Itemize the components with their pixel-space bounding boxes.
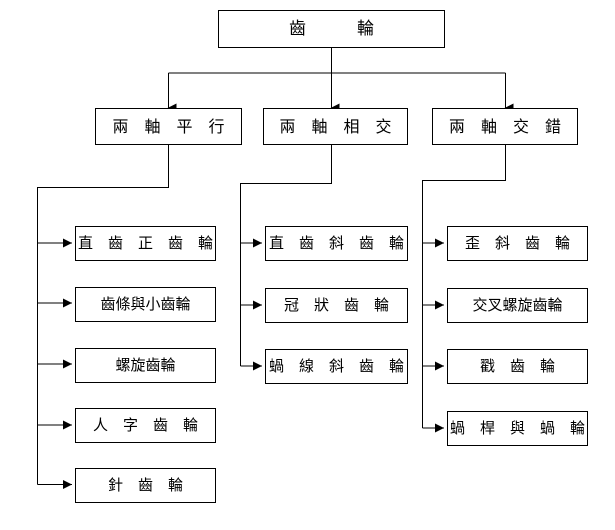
node-leaf-helical-gear[interactable]: 螺旋齒輪 [75, 348, 216, 383]
node-leaf-worm-and-worm-wheel-label: 蝸 桿 與 蝸 輪 [449, 419, 585, 437]
node-leaf-pin-gear-label: 針 齒 輪 [107, 476, 183, 494]
node-leaf-skew-bevel-gear-label: 歪 斜 齒 輪 [464, 234, 570, 252]
node-leaf-rack-and-pinion-label: 齒條與小齒輪 [100, 295, 191, 313]
skew-spine [421, 145, 507, 428]
node-leaf-pin-gear[interactable]: 針 齒 輪 [75, 468, 216, 503]
node-leaf-skew-bevel-gear[interactable]: 歪 斜 齒 輪 [447, 226, 588, 261]
node-branch-intersecting[interactable]: 兩 軸 相 交 [263, 108, 408, 145]
node-branch-skew[interactable]: 兩 軸 交 錯 [432, 108, 578, 145]
node-leaf-crossed-helical-gear[interactable]: 交叉螺旋齒輪 [447, 288, 588, 323]
node-root[interactable]: 齒 輪 [218, 10, 445, 48]
node-leaf-spur-gear[interactable]: 直 齒 正 齒 輪 [75, 226, 216, 261]
node-leaf-worm-and-worm-wheel[interactable]: 蝸 桿 與 蝸 輪 [447, 411, 588, 446]
node-root-label: 齒 輪 [289, 18, 374, 39]
node-leaf-rack-and-pinion[interactable]: 齒條與小齒輪 [75, 287, 216, 322]
node-leaf-hypoid-gear[interactable]: 戳 齒 輪 [447, 349, 588, 384]
node-leaf-helical-gear-label: 螺旋齒輪 [115, 356, 176, 374]
node-leaf-spiral-bevel-gear-label: 蝸 線 斜 齒 輪 [268, 357, 404, 375]
node-branch-skew-label: 兩 軸 交 錯 [448, 116, 561, 136]
node-leaf-straight-bevel-gear[interactable]: 直 齒 斜 齒 輪 [265, 226, 408, 261]
node-leaf-straight-bevel-gear-label: 直 齒 斜 齒 輪 [268, 234, 404, 252]
node-branch-parallel[interactable]: 兩 軸 平 行 [95, 108, 242, 145]
node-leaf-spiral-bevel-gear[interactable]: 蝸 線 斜 齒 輪 [265, 349, 408, 384]
node-leaf-herringbone-gear[interactable]: 人 字 齒 輪 [75, 408, 216, 443]
node-leaf-hypoid-gear-label: 戳 齒 輪 [479, 357, 555, 375]
node-branch-parallel-label: 兩 軸 平 行 [112, 116, 225, 136]
node-leaf-herringbone-gear-label: 人 字 齒 輪 [92, 416, 198, 434]
node-leaf-crown-gear-label: 冠 狀 齒 輪 [283, 296, 389, 314]
node-leaf-crossed-helical-gear-label: 交叉螺旋齒輪 [472, 296, 563, 314]
node-leaf-crown-gear[interactable]: 冠 狀 齒 輪 [265, 288, 408, 323]
node-leaf-spur-gear-label: 直 齒 正 齒 輪 [77, 234, 213, 252]
node-branch-intersecting-label: 兩 軸 相 交 [279, 116, 392, 136]
